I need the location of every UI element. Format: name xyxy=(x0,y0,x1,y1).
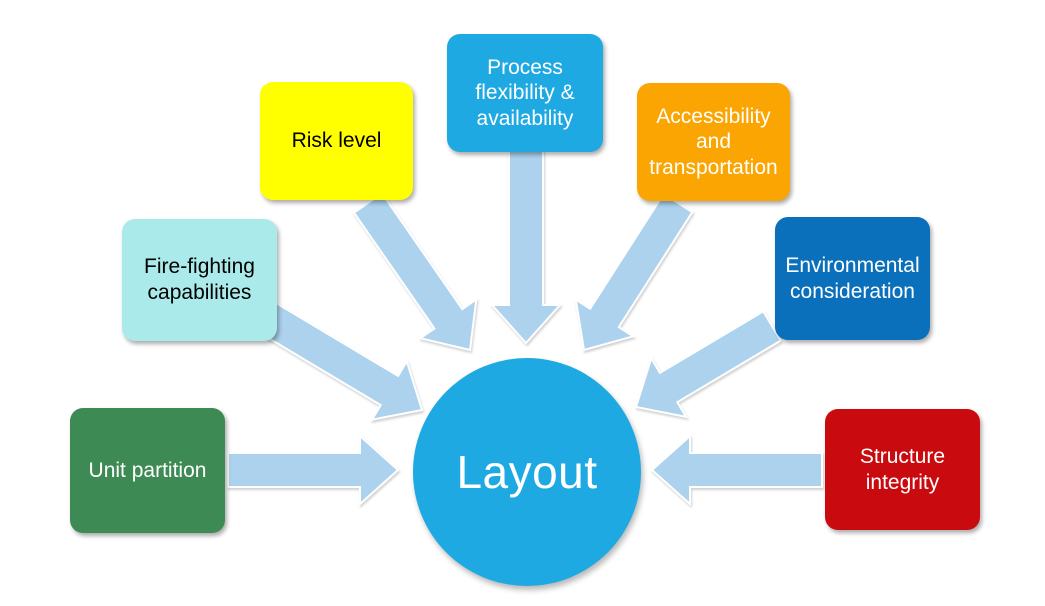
layout-center-circle: Layout xyxy=(413,358,641,586)
arrow-from-risk-level xyxy=(352,191,478,352)
factor-label-fire-fighting-capabilities: Fire-fighting capabilities xyxy=(144,255,255,304)
factor-box-environmental-consideration: Environmental consideration xyxy=(775,217,930,340)
arrow-from-process-flexibility-availability xyxy=(489,149,563,345)
arrow-from-fire-fighting-capabilities xyxy=(257,302,424,422)
factor-label-unit-partition: Unit partition xyxy=(88,458,207,482)
factor-label-process-flexibility-availability: Process flexibility & availability xyxy=(475,55,575,130)
factor-box-fire-fighting-capabilities: Fire-fighting capabilities xyxy=(122,219,277,341)
factor-box-accessibility-and-transportation: Accessibility and transportation xyxy=(637,83,790,201)
arrow-from-accessibility-and-transportation xyxy=(574,192,694,352)
factor-label-structure-integrity: Structure integrity xyxy=(859,444,946,494)
arrow-from-structure-integrity xyxy=(650,433,823,507)
arrow-from-environmental-consideration xyxy=(634,310,783,419)
factor-label-environmental-consideration: Environmental consideration xyxy=(785,253,920,303)
arrow-from-unit-partition xyxy=(227,433,400,507)
factor-box-risk-level: Risk level xyxy=(260,82,413,200)
layout-center-label: Layout xyxy=(456,446,598,498)
factor-box-process-flexibility-availability: Process flexibility & availability xyxy=(447,34,603,152)
factor-label-risk-level: Risk level xyxy=(291,129,382,153)
factor-box-unit-partition: Unit partition xyxy=(70,408,225,533)
factor-box-structure-integrity: Structure integrity xyxy=(825,409,980,530)
factor-label-accessibility-and-transportation: Accessibility and transportation xyxy=(649,104,778,179)
